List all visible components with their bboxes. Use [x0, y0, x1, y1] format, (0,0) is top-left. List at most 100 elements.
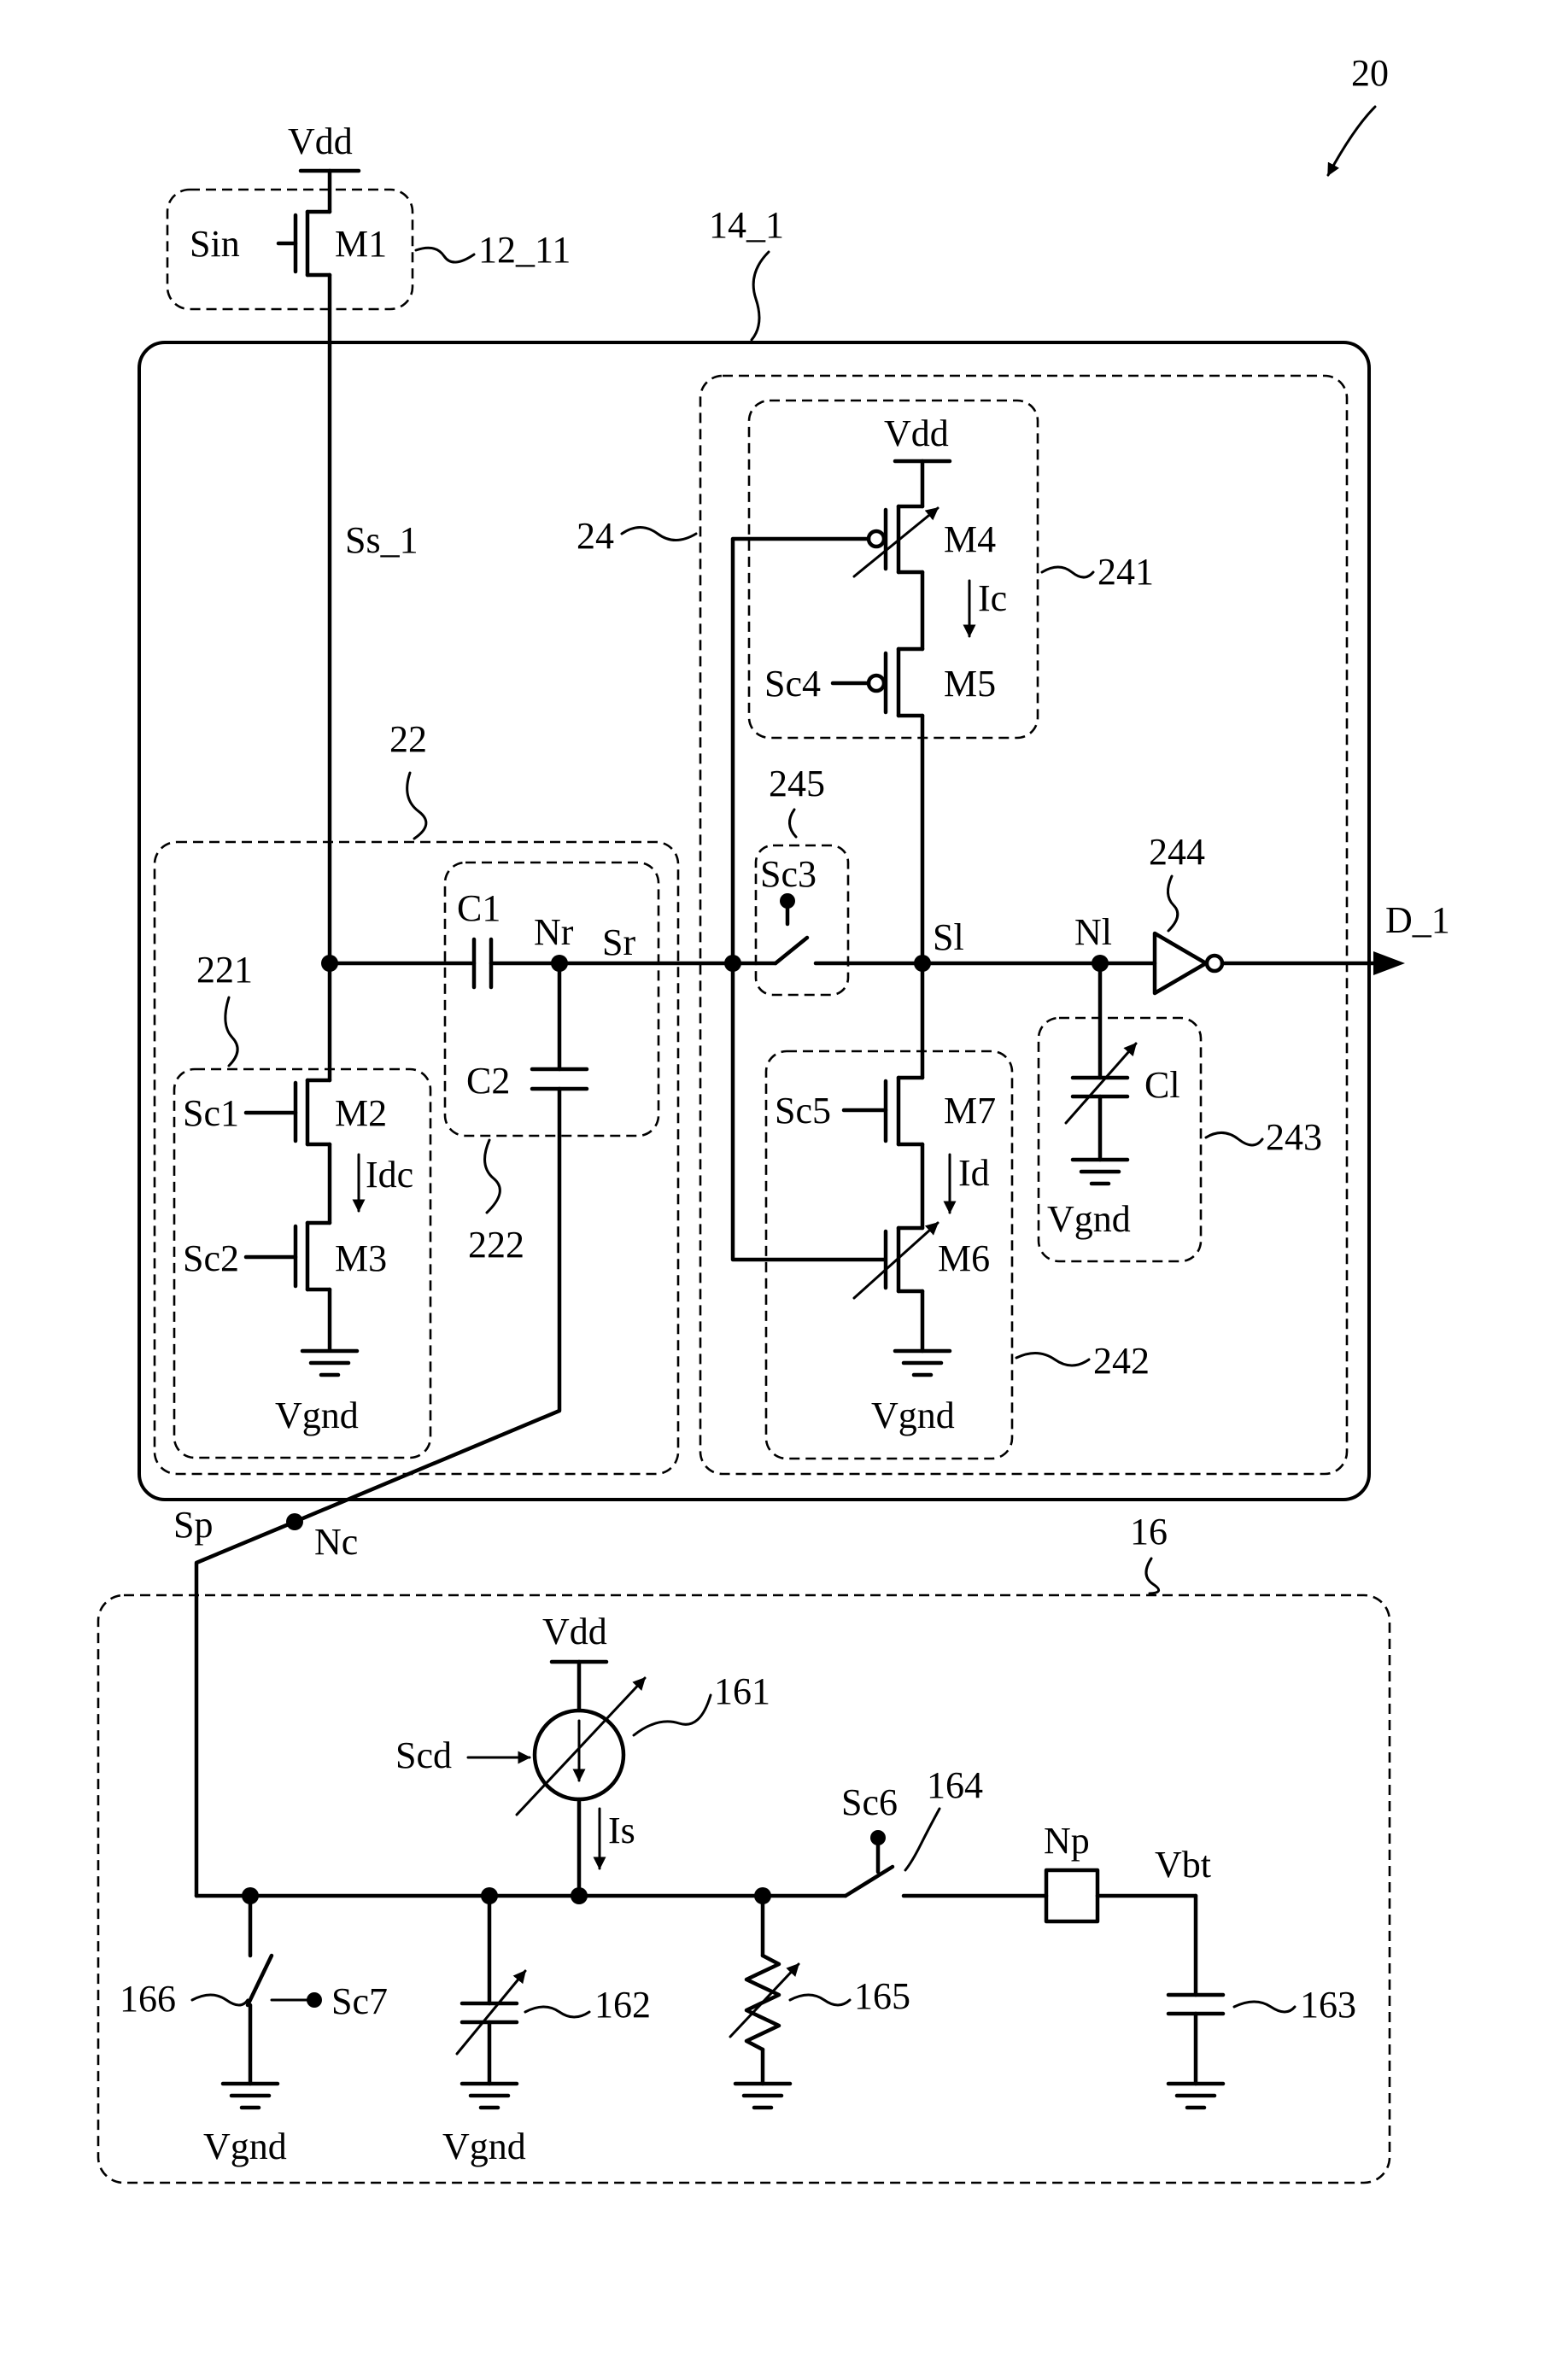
- m6-label: M6: [938, 1237, 990, 1279]
- transistor-m3: [246, 1223, 330, 1349]
- sc2-label: Sc2: [183, 1237, 239, 1279]
- junction-bus-161: [571, 1887, 588, 1904]
- vdd-label-241: Vdd: [884, 412, 949, 454]
- junction-sl: [914, 955, 931, 972]
- junction-bus-162: [481, 1887, 498, 1904]
- wire-nc-to-power: [196, 1522, 295, 1896]
- c1-label: C1: [457, 887, 500, 929]
- ground-166: [223, 2084, 278, 2108]
- m4-label: M4: [944, 518, 996, 560]
- switch3-leader: [789, 810, 796, 837]
- power-block-label: 16: [1130, 1511, 1168, 1553]
- m5-label: M5: [944, 663, 996, 705]
- switch-164-label: 164: [927, 1764, 983, 1806]
- scd-label: Scd: [395, 1734, 452, 1776]
- load-cap-label: 243: [1266, 1116, 1322, 1158]
- cap-divider-label: 222: [468, 1224, 524, 1266]
- idc-label: Idc: [366, 1154, 413, 1196]
- ic-label: Ic: [978, 577, 1007, 619]
- source-161-label: 161: [714, 1670, 770, 1712]
- m1-label: M1: [335, 223, 387, 265]
- current-source-leader: [225, 997, 237, 1066]
- nr-label: Nr: [534, 911, 574, 953]
- sc6-label: Sc6: [841, 1781, 898, 1823]
- vgnd-label-m3: Vgnd: [275, 1395, 359, 1436]
- junction-ss1: [321, 955, 338, 972]
- vgnd-label-m6: Vgnd: [871, 1395, 955, 1436]
- load-cap-leader: [1206, 1132, 1262, 1145]
- capacitor-c2: [532, 1069, 587, 1089]
- switch-164-leader: [905, 1809, 939, 1870]
- driver-block-leader: [416, 248, 474, 262]
- junction-sr: [724, 955, 741, 972]
- m2-label: M2: [335, 1092, 387, 1134]
- ss1-label: Ss_1: [345, 519, 419, 561]
- cap-163-label: 163: [1300, 1984, 1356, 2026]
- output-d1-arrow: [1373, 951, 1405, 975]
- comparator-leader: [622, 528, 696, 541]
- d1-label: D_1: [1385, 899, 1450, 941]
- junction-bus-166: [242, 1887, 259, 1904]
- vgnd-label-166: Vgnd: [203, 2126, 287, 2167]
- cap-162-label: 162: [594, 1984, 651, 2026]
- switch-164-blade: [846, 1867, 893, 1896]
- sr-label: Sr: [602, 921, 635, 963]
- sc7-control-dot: [307, 1992, 322, 2008]
- sc3-label: Sc3: [760, 853, 817, 895]
- c2-label: C2: [466, 1060, 510, 1102]
- m3-label: M3: [335, 1237, 387, 1279]
- pixel-block-leader: [752, 252, 769, 340]
- inverter-bubble: [1207, 956, 1222, 971]
- m7-label: M7: [944, 1090, 996, 1132]
- switch3-blade: [776, 938, 807, 963]
- figure-label-arrow: [1328, 107, 1375, 175]
- figure-label: 20: [1351, 52, 1389, 94]
- ground-cl: [1073, 1160, 1127, 1184]
- capacitor-c1: [474, 939, 491, 987]
- vdd-symbol-top: [301, 171, 359, 212]
- pixel-block-frame: [139, 342, 1369, 1500]
- junction-nl: [1092, 955, 1109, 972]
- pad-np: [1046, 1870, 1098, 1921]
- capacitor-163: [1168, 1995, 1223, 2084]
- discharge-block-label: 242: [1093, 1340, 1150, 1382]
- switch3-label: 245: [769, 763, 825, 804]
- resistor-165-leader: [790, 1995, 850, 2005]
- inverter-244: [1155, 933, 1206, 993]
- ground-162: [462, 2084, 517, 2108]
- vdd-symbol-241: [895, 461, 950, 506]
- vbt-label: Vbt: [1155, 1844, 1211, 1886]
- junction-bus-165: [754, 1887, 771, 1904]
- vdd-label-top: Vdd: [288, 120, 353, 162]
- sin-label: Sin: [190, 223, 240, 265]
- source-161-leader: [634, 1695, 711, 1735]
- inverter-label: 244: [1149, 831, 1205, 873]
- charge-block-label: 241: [1098, 551, 1154, 593]
- sl-label: Sl: [933, 916, 964, 958]
- comparator-label: 24: [577, 515, 614, 557]
- transistor-m6: [854, 1223, 938, 1351]
- sc1-label: Sc1: [183, 1092, 239, 1134]
- current-source-label: 221: [196, 949, 253, 991]
- sp-label: Sp: [173, 1504, 213, 1546]
- pixel-block-label: 14_1: [709, 204, 784, 246]
- vdd-symbol-161: [552, 1662, 606, 1710]
- converter-label: 22: [389, 718, 427, 760]
- np-label: Np: [1044, 1820, 1090, 1862]
- switch-166-blade: [248, 1956, 272, 2005]
- power-block-leader: [1146, 1558, 1159, 1593]
- sc7-label: Sc7: [331, 1980, 388, 2022]
- is-label: Is: [608, 1810, 635, 1851]
- vgnd-label-162: Vgnd: [442, 2126, 526, 2167]
- transistor-m2: [246, 963, 330, 1223]
- charge-block-leader: [1042, 567, 1093, 577]
- discharge-block-leader: [1016, 1353, 1089, 1365]
- resistor-165-label: 165: [854, 1975, 910, 2017]
- converter-frame: [155, 842, 678, 1474]
- ground-163: [1168, 2084, 1223, 2108]
- transistor-m5: [833, 649, 922, 963]
- converter-leader: [407, 773, 426, 839]
- resistor-165-variable: [730, 1964, 799, 2037]
- cap-divider-leader: [485, 1140, 500, 1213]
